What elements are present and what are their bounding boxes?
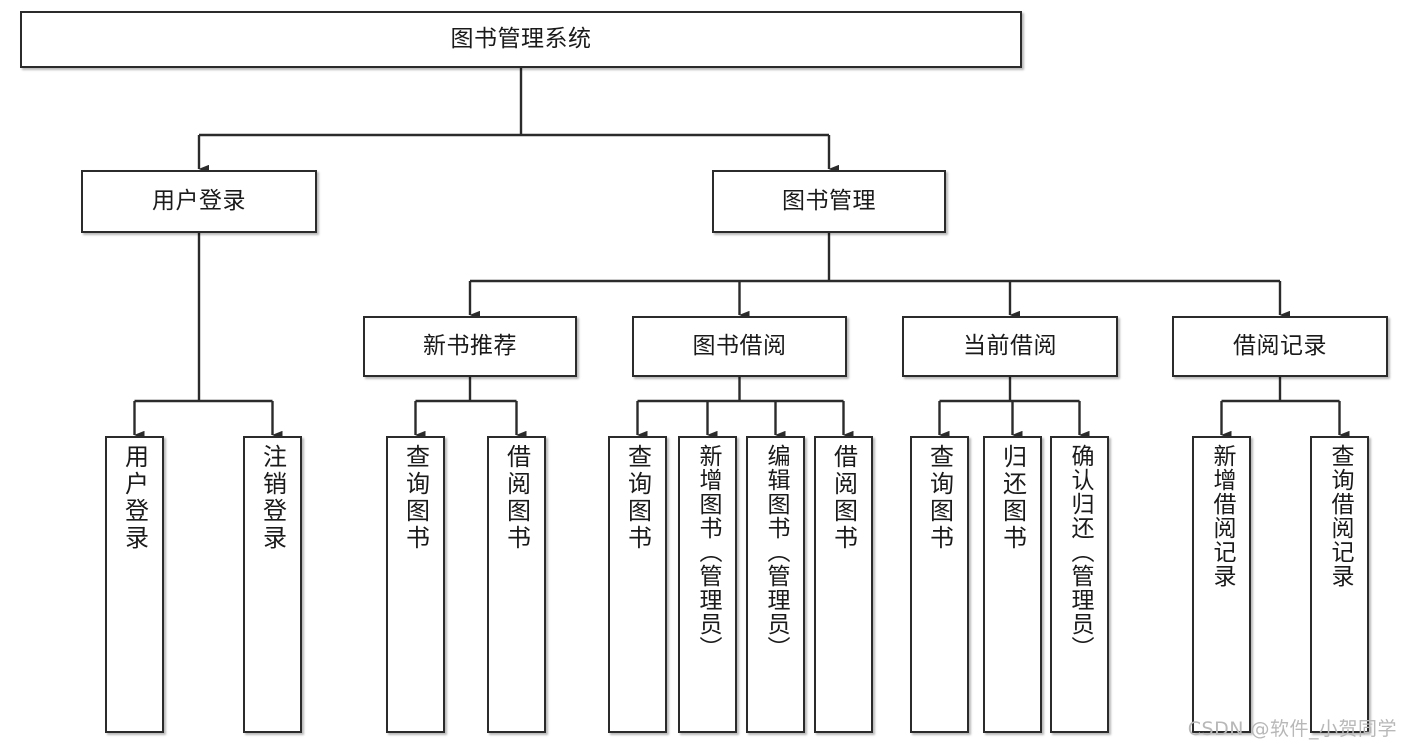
node-label: 编辑图书（管理员） <box>763 444 789 660</box>
node-leaf-user-login[interactable]: 用户登录 <box>105 436 164 733</box>
node-leaf-cu-confirm[interactable]: 确认归还（管理员） <box>1050 436 1109 733</box>
node-label: 注销登录 <box>258 444 287 552</box>
node-leaf-user-logout[interactable]: 注销登录 <box>243 436 302 733</box>
edge-group <box>133 68 1350 440</box>
node-label: 当前借阅 <box>963 332 1057 359</box>
node-borrow[interactable]: 图书借阅 <box>632 316 847 377</box>
node-label: 确认归还（管理员） <box>1067 444 1093 660</box>
node-label: 查询图书 <box>623 444 652 552</box>
node-label: 查询借阅记录 <box>1327 444 1353 588</box>
node-leaf-bo-edit[interactable]: 编辑图书（管理员） <box>746 436 805 733</box>
node-label: 归还图书 <box>998 444 1027 552</box>
node-label: 查询图书 <box>401 444 430 552</box>
node-leaf-bo-borrow[interactable]: 借阅图书 <box>814 436 873 733</box>
node-label: 图书管理系统 <box>450 25 592 52</box>
node-label: 图书管理 <box>782 187 876 214</box>
watermark-label: CSDN @软件_小贺同学 <box>1187 718 1397 740</box>
node-leaf-bo-query[interactable]: 查询图书 <box>608 436 667 733</box>
node-label: 用户登录 <box>152 187 246 214</box>
node-leaf-nb-borrow[interactable]: 借阅图书 <box>487 436 546 733</box>
node-leaf-rc-add[interactable]: 新增借阅记录 <box>1192 436 1251 733</box>
node-label: 新增图书（管理员） <box>695 444 721 660</box>
node-leaf-rc-query[interactable]: 查询借阅记录 <box>1310 436 1369 733</box>
node-login[interactable]: 用户登录 <box>81 170 317 233</box>
node-leaf-cu-return[interactable]: 归还图书 <box>983 436 1042 733</box>
node-leaf-cu-query[interactable]: 查询图书 <box>910 436 969 733</box>
node-label: 查询图书 <box>925 444 954 552</box>
node-newbook[interactable]: 新书推荐 <box>363 316 577 377</box>
node-records[interactable]: 借阅记录 <box>1172 316 1388 377</box>
node-label: 借阅图书 <box>829 444 858 552</box>
node-label: 借阅图书 <box>502 444 531 552</box>
node-label: 借阅记录 <box>1233 332 1327 359</box>
node-leaf-bo-add[interactable]: 新增图书（管理员） <box>678 436 737 733</box>
node-root[interactable]: 图书管理系统 <box>20 11 1022 68</box>
node-label: 新书推荐 <box>423 332 517 359</box>
node-current[interactable]: 当前借阅 <box>902 316 1118 377</box>
node-leaf-nb-query[interactable]: 查询图书 <box>386 436 445 733</box>
node-label: 图书借阅 <box>692 332 787 359</box>
node-label: 用户登录 <box>120 444 149 552</box>
node-bookmgmt[interactable]: 图书管理 <box>712 170 946 233</box>
node-label: 新增借阅记录 <box>1209 444 1235 588</box>
